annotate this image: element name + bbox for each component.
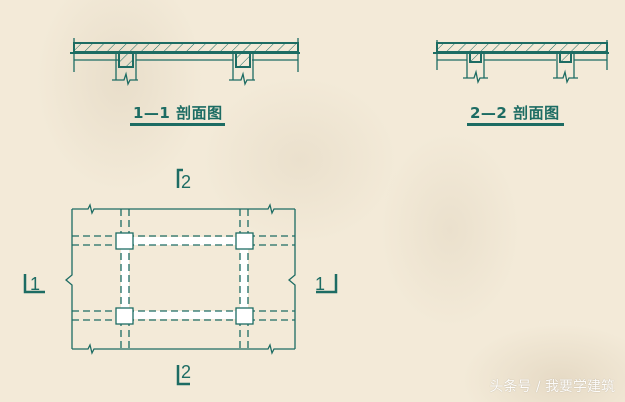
section-1-1-drawing: [70, 38, 300, 86]
section-2-2-drawing: [433, 40, 609, 84]
section-mark-bottom: 2: [176, 362, 191, 386]
section-mark-top: 2: [176, 168, 191, 192]
section-mark-left: 1: [23, 274, 45, 294]
svg-text:1: 1: [315, 274, 325, 294]
section-1-1-underline: [130, 123, 225, 126]
svg-text:1: 1: [30, 274, 40, 294]
floor-plan-drawing: [64, 203, 296, 355]
svg-text:2: 2: [181, 172, 191, 192]
section-mark-right: 1: [315, 274, 338, 294]
section-2-2-caption: 2—2 剖面图: [470, 104, 560, 122]
section-2-2-underline: [467, 123, 564, 126]
watermark: 头条号 / 我要学建筑: [489, 379, 615, 395]
section-1-1-caption: 1—1 剖面图: [133, 104, 223, 122]
svg-text:2: 2: [181, 362, 191, 382]
